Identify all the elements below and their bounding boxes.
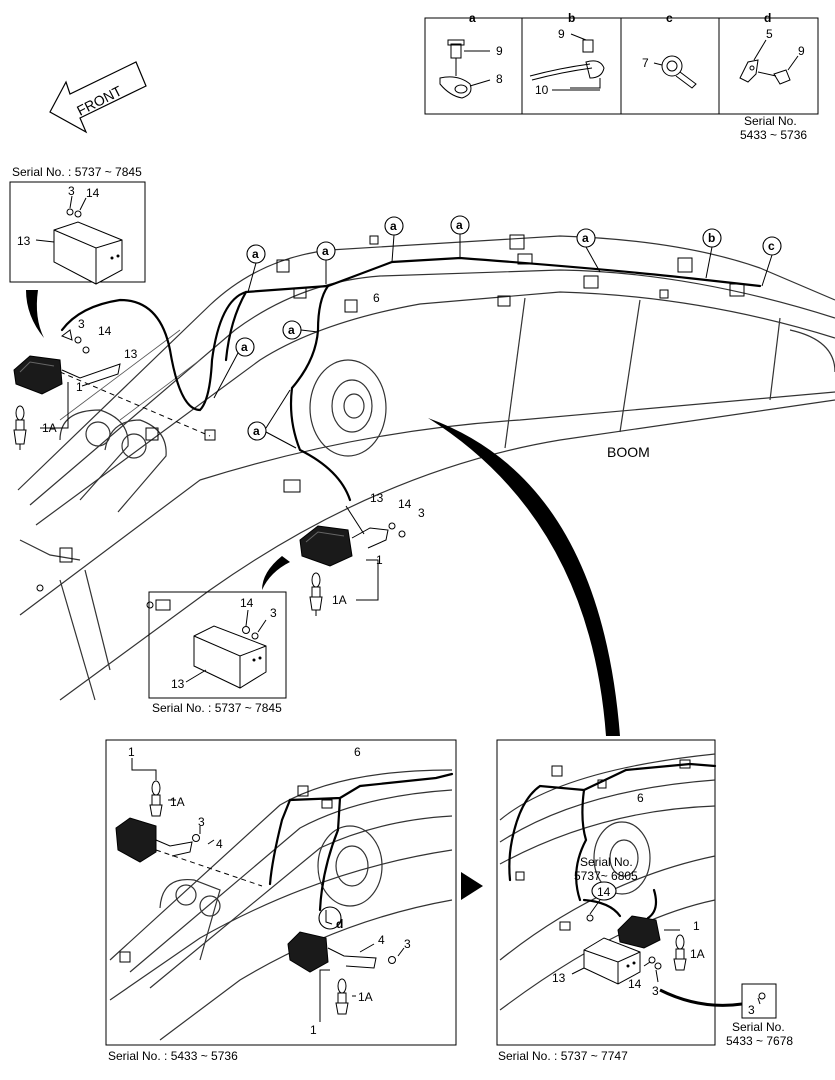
clip-callout-b: b <box>702 228 722 279</box>
right-lamp-part-1a: 1A <box>332 593 347 607</box>
left-lamp-part-1: 1 <box>76 380 83 394</box>
detail-a-part-8: 8 <box>496 72 503 86</box>
clip-callout-a-5: a <box>576 228 601 273</box>
right-lamp-part-14: 14 <box>398 497 412 511</box>
clip-callout-a-2-letter: a <box>322 244 329 258</box>
clip-callout-a-8: a <box>247 389 297 449</box>
small-bolt-detail-box <box>741 983 777 1019</box>
clip-callout-a-4: a <box>450 215 470 258</box>
detail-a-drawing <box>439 39 491 99</box>
detail-c-part-7: 7 <box>642 56 649 70</box>
main-boom-outline <box>17 234 835 701</box>
left-lamp-part-13: 13 <box>124 347 138 361</box>
bottom-left-clip-d-letter: d <box>336 917 343 931</box>
clip-callout-a-7: a <box>213 337 255 399</box>
bottom-right-note-serial-range: 5737~ 6805 <box>574 869 638 883</box>
detail-b-part-9: 9 <box>558 27 565 41</box>
inset-middle-serial: Serial No. : 5737 ~ 7845 <box>152 701 282 715</box>
right-lamp-part-3: 3 <box>418 506 425 520</box>
bottom-right-part-1: 1 <box>693 919 700 933</box>
bottom-right-part-3: 3 <box>652 984 659 998</box>
clip-callout-a-1: a <box>246 244 266 293</box>
detail-pointer-arrow <box>428 418 620 736</box>
detail-d-letter: d <box>764 11 771 25</box>
inset-middle <box>148 591 287 699</box>
detail-a-part-9: 9 <box>496 44 503 58</box>
clip-callout-a-2: a <box>316 241 336 284</box>
panel-transition-arrow <box>461 872 483 900</box>
front-direction-arrow: FRONT <box>49 61 147 134</box>
detail-b-drawing <box>529 33 605 91</box>
detail-serial-label: Serial No. <box>744 114 797 128</box>
clip-callout-c-letter: c <box>768 239 775 253</box>
bottom-left-part-4-bottom: 4 <box>378 933 385 947</box>
bottom-left-part-3-bottom: 3 <box>404 937 411 951</box>
bottom-left-part-1-bottom: 1 <box>310 1023 317 1037</box>
clip-callouts: a a a a a b c <box>213 215 782 449</box>
clip-callout-a-8-letter: a <box>253 424 260 438</box>
detail-d-part-9: 9 <box>798 44 805 58</box>
bottom-left-part-1a-bottom: 1A <box>358 990 373 1004</box>
boom-label: BOOM <box>607 444 650 460</box>
inset-top-left <box>9 181 146 285</box>
bottom-right-part-13: 13 <box>552 971 566 985</box>
clip-callout-a-1-letter: a <box>252 247 259 261</box>
bottom-right-harness-6: 6 <box>637 791 644 805</box>
bottom-right-panel <box>496 739 743 1046</box>
small-box-part-3: 3 <box>748 1003 755 1017</box>
detail-c-letter: c <box>666 11 673 25</box>
right-work-lamp <box>283 479 406 616</box>
bottom-left-part-1-top: 1 <box>128 745 135 759</box>
clip-callout-a-3-letter: a <box>390 219 397 233</box>
bottom-left-part-1a-top: 1A <box>170 795 185 809</box>
bottom-left-serial: Serial No. : 5433 ~ 5736 <box>108 1049 238 1063</box>
small-box-serial-range: 5433 ~ 7678 <box>726 1034 793 1048</box>
inset-middle-part-3: 3 <box>270 606 277 620</box>
bottom-right-note-part-14: 14 <box>597 885 611 899</box>
bottom-left-part-4-top: 4 <box>216 837 223 851</box>
clip-detail-table: a b c d 9 8 9 10 <box>424 11 819 142</box>
clip-callout-a-6: a <box>282 320 319 340</box>
clip-callout-a-7-letter: a <box>241 340 248 354</box>
inset-middle-pointer <box>262 556 290 590</box>
detail-d-part-5: 5 <box>766 27 773 41</box>
left-lamp-part-1a: 1A <box>42 421 57 435</box>
detail-b-part-10: 10 <box>535 83 549 97</box>
small-box-serial-label: Serial No. <box>732 1020 785 1034</box>
detail-b-letter: b <box>568 11 575 25</box>
bottom-right-serial: Serial No. : 5737 ~ 7747 <box>498 1049 628 1063</box>
inset-top-left-pointer <box>26 290 44 338</box>
left-lamp-part-14: 14 <box>98 324 112 338</box>
detail-a-letter: a <box>469 11 476 25</box>
clip-callout-a-5-letter: a <box>582 231 589 245</box>
bottom-left-harness-6: 6 <box>354 745 361 759</box>
detail-serial-range: 5433 ~ 5736 <box>740 128 807 142</box>
bottom-left-part-3-top: 3 <box>198 815 205 829</box>
harness-6-label: 6 <box>373 291 380 305</box>
detail-d-drawing <box>739 39 799 85</box>
bottom-left-panel <box>105 739 457 1046</box>
right-lamp-part-13: 13 <box>370 491 384 505</box>
inset-top-left-part-14: 14 <box>86 186 100 200</box>
inset-top-left-serial: Serial No. : 5737 ~ 7845 <box>12 165 142 179</box>
right-lamp-part-1: 1 <box>376 553 383 567</box>
left-lamp-part-3: 3 <box>78 317 85 331</box>
bottom-right-part-14: 14 <box>628 977 642 991</box>
bottom-right-note-serial-label: Serial No. <box>580 855 633 869</box>
clip-callout-a-4-letter: a <box>456 218 463 232</box>
inset-top-left-part-13: 13 <box>17 234 31 248</box>
inset-middle-part-14: 14 <box>240 596 254 610</box>
clip-callout-b-letter: b <box>708 231 715 245</box>
wire-harness-6 <box>59 256 762 502</box>
clip-callout-a-6-letter: a <box>288 323 295 337</box>
clip-callout-c: c <box>761 236 782 287</box>
clip-callout-a-3: a <box>384 216 404 263</box>
left-work-lamp <box>13 329 121 450</box>
inset-middle-part-13: 13 <box>171 677 185 691</box>
inset-top-left-part-3: 3 <box>68 184 75 198</box>
bottom-right-part-1a: 1A <box>690 947 705 961</box>
detail-c-drawing <box>653 55 697 89</box>
